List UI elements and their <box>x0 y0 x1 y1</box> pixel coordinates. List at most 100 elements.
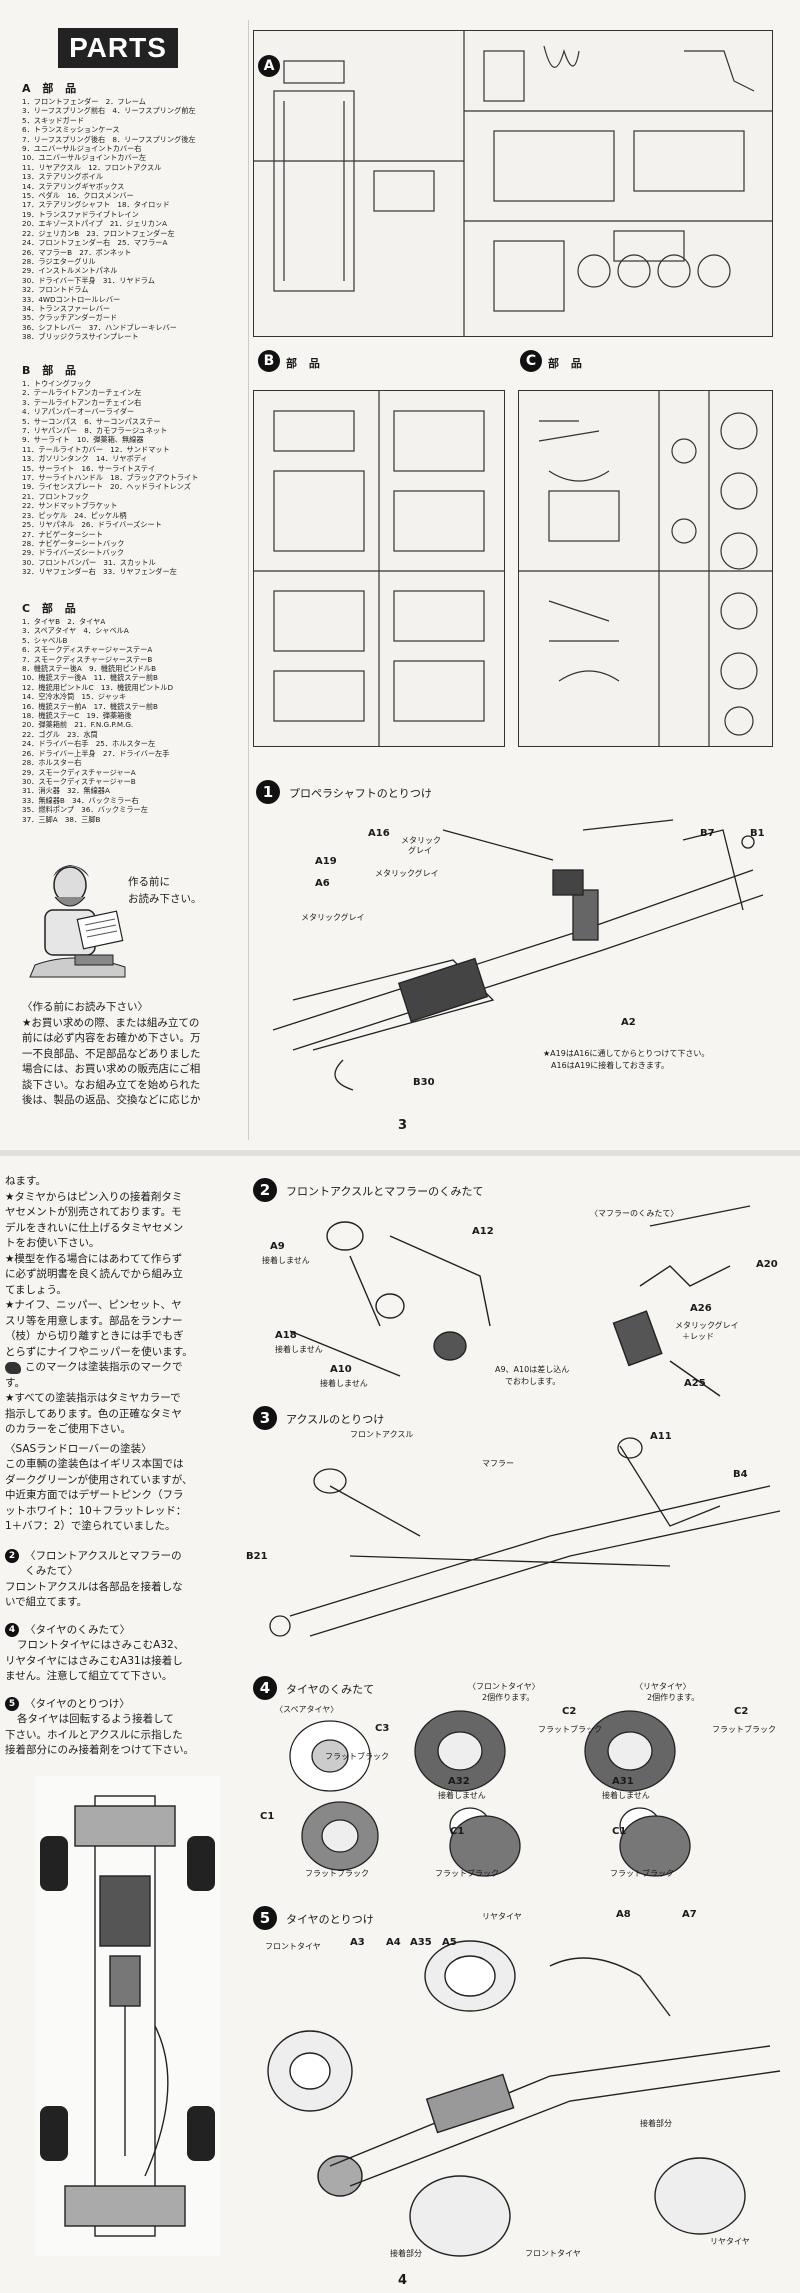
notes-line: スリ等を用意します。部品をランナー <box>5 1314 183 1327</box>
b-item: 4．リアパンパーオーバーライダー <box>22 407 135 417</box>
b-item: 27．ナビゲーターシート <box>22 529 103 539</box>
page-number-3: 3 <box>398 1118 408 1133</box>
paint-drop-icon <box>5 1361 21 1374</box>
c-parts-title: C 部 品 <box>22 602 80 615</box>
sprue-a-letter-overlay: A <box>258 55 280 77</box>
label-a10: A10 <box>330 1364 352 1375</box>
b-item: 11．テールライトカバー 12．サンドマット <box>22 444 170 454</box>
note-5-line: 各タイヤは回転するよう接着して <box>17 1713 174 1725</box>
note-4-line: リヤタイヤにはさみこむA31は接着し <box>5 1654 183 1667</box>
note-5-line: 下さい。ホイルとアクスルに示指した <box>5 1728 183 1741</box>
note-5-line: 接着部分にのみ接着剤をつけて下さい。 <box>5 1744 194 1756</box>
label-no-glue-1: 接着しません <box>262 1256 310 1265</box>
step-1-number: 1 <box>256 780 280 804</box>
a-item: 35．クラッチアンダーガード <box>22 313 118 323</box>
c-item: 26．ドライバー上半身 27．ドライバー左手 <box>22 748 170 758</box>
b-item: 22．サンドマットブラケット <box>22 501 118 511</box>
note-4-number: 4 <box>5 1623 19 1638</box>
label-a16: A16 <box>368 828 390 839</box>
label-c2-a: C2 <box>562 1706 577 1717</box>
b-item: 32．リヤフェンダー右 33．リヤフェンダー左 <box>22 567 177 577</box>
step-1-note-2: A16はA19に接着しておきます。 <box>551 1061 670 1070</box>
a-item: 30．ドライバー下半身 31．リヤドラム <box>22 275 155 285</box>
label-a18: A18 <box>275 1330 297 1341</box>
c-item: 33．無線器B 34．バックミラー右 <box>22 795 139 805</box>
b-item: 9．サーライト 10．弾薬箱、無線器 <box>22 435 144 445</box>
notes-line: ヤセメントが別売されております。モ <box>5 1206 182 1218</box>
step-1-note-1: ★A19はA16に通してからとりつけて下さい。 <box>543 1049 710 1058</box>
label-no-glue-3: 接着しません <box>320 1379 368 1388</box>
label-rear-tire-1: リヤタイヤ <box>482 1912 522 1921</box>
notes-line: ★タミヤからはピン入りの接着剤タミ <box>5 1190 183 1203</box>
a-item: 20．エキゾーストパイプ 21．ジェリカンA <box>22 219 168 229</box>
mascot-line-2: お読み下さい。 <box>128 893 202 905</box>
sprue-c-frame <box>518 390 773 747</box>
step-3-drawing <box>269 1437 781 1637</box>
a-item: 24．フロントフェンダー右 25．マフラーA <box>22 238 168 248</box>
intro-line: 一不良部品、不足部品などありました <box>22 1047 201 1060</box>
label-a9a10-2: でおわします。 <box>505 1377 561 1386</box>
a-item: 1．フロントフェンダー 2．フレーム <box>22 97 146 106</box>
label-a8: A8 <box>616 1909 631 1920</box>
note-4-line: ません。注意して組立てて下さい。 <box>5 1670 173 1682</box>
note-5-heading: 〈タイヤのとりつけ〉 <box>25 1697 130 1710</box>
step-4-drawing <box>289 1710 691 1877</box>
step-4-panel: 4 タイヤのくみたて 〈フロントタイヤ〉 2個作ります。 〈リヤタイヤ〉 2個作… <box>250 1676 790 1896</box>
notes-line: トをお使い下さい。 <box>5 1237 100 1249</box>
step-5-number: 5 <box>253 1906 277 1930</box>
note-2-line: フロントアクスルは各部品を接着しな <box>5 1580 183 1593</box>
c-parts-list: 1．タイヤB 2．タイヤA 3．スペアタイヤ 4．シャベルA 5．シャベルB 6… <box>22 617 173 824</box>
a-parts-title: A 部 品 <box>22 82 81 95</box>
label-a19: A19 <box>315 856 337 867</box>
label-glue-part-2: 接着部分 <box>390 2249 422 2258</box>
label-flat-black-2: フラットブラック <box>305 1869 369 1878</box>
label-no-glue-a31: 接着しません <box>602 1791 650 1800</box>
sprue-c-letter: C <box>520 350 542 372</box>
label-a25: A25 <box>684 1378 706 1389</box>
label-metallic-2: グレイ <box>408 846 432 855</box>
step-5-title: タイヤのとりつけ <box>286 1913 374 1926</box>
label-flat-black-3: フラットブラック <box>538 1725 602 1734</box>
step-4-number: 4 <box>253 1676 277 1700</box>
label-glue-part-1: 接着部分 <box>640 2119 672 2128</box>
label-a9a10-1: A9、A10は差し込ん <box>495 1365 570 1374</box>
a-item: 9．ユニバーサルジョイントカバー右 <box>22 144 142 154</box>
b-item: 7．リヤパンパー 8．カモフラージュネット <box>22 426 168 436</box>
step-2-panel: 2 フロントアクスルとマフラーのくみたて 〈マフラーのくみたて〉 A9 接着しま… <box>250 1166 790 1401</box>
label-metallic-red-1: メタリックグレイ <box>675 1321 739 1330</box>
c-item: 35．燃料ポンプ 36．バックミラー左 <box>22 805 148 815</box>
page-3: PARTS A 部 品 1．フロントフェンダー 2．フレーム 3．リーフスプリン… <box>0 0 800 1150</box>
label-no-glue-2: 接着しません <box>275 1345 323 1354</box>
step-2-number: 2 <box>253 1178 277 1202</box>
note-5-number: 5 <box>5 1697 19 1712</box>
b-item: 3．テールライトアンカーチェイン右 <box>22 397 142 407</box>
a-item: 10．ユニバーサルジョイントカバー左 <box>22 153 147 163</box>
notes-line: に必ず説明書を良く読んでから組み立 <box>5 1268 183 1280</box>
c-item: 12．機銃用ピントルC 13．機銃用ピントルD <box>22 682 174 692</box>
a-item: 29．インストルメントパネル <box>22 266 118 276</box>
label-c3: C3 <box>375 1723 390 1734</box>
step-1-panel: 1 プロペラシャフトのとりつけ A16 メタリック グレイ A19 メタリックグ… <box>253 780 771 1110</box>
label-a35: A35 <box>410 1937 432 1948</box>
a-item: 17．ステアリングシャフト 18．タイロッド <box>22 200 170 210</box>
step-1-title: プロペラシャフトのとりつけ <box>289 787 432 800</box>
note-4-line: フロントタイヤにはさみこむA32、 <box>17 1639 185 1651</box>
b-parts-title: B 部 品 <box>22 364 81 377</box>
sas-line: 1＋バフ：2）で塗られていました。 <box>5 1520 176 1532</box>
a-item: 34．トランスファーレバー <box>22 303 111 313</box>
b-item: 28．ナビゲーターシートバック <box>22 538 125 548</box>
notes-line: とらずにナイフやニッパーを使います。 <box>5 1345 193 1358</box>
b-item: 29．ドライバーズシートバック <box>22 548 125 558</box>
c-item: 31．消火器 32．無線器A <box>22 786 110 796</box>
b-item: 2．テールライトアンカーチェイン左 <box>22 388 142 398</box>
intro-line: 前には必ず内容をお確かめ下さい。万 <box>22 1032 201 1044</box>
label-flat-black-1: フラットブラック <box>325 1752 389 1761</box>
b-item: 21．フロントフック <box>22 491 89 501</box>
label-flat-black-4: フラットブラック <box>435 1869 499 1878</box>
c-item: 37．三脚A 38．三脚B <box>22 814 101 824</box>
column-divider <box>248 20 249 1140</box>
label-a6: A6 <box>315 878 330 889</box>
c-item: 30．スモークディスチャージャーB <box>22 776 136 786</box>
b-item: 23．ピッケル 24．ピッケル柄 <box>22 510 127 520</box>
mascot-line-1: 作る前に <box>128 876 170 888</box>
